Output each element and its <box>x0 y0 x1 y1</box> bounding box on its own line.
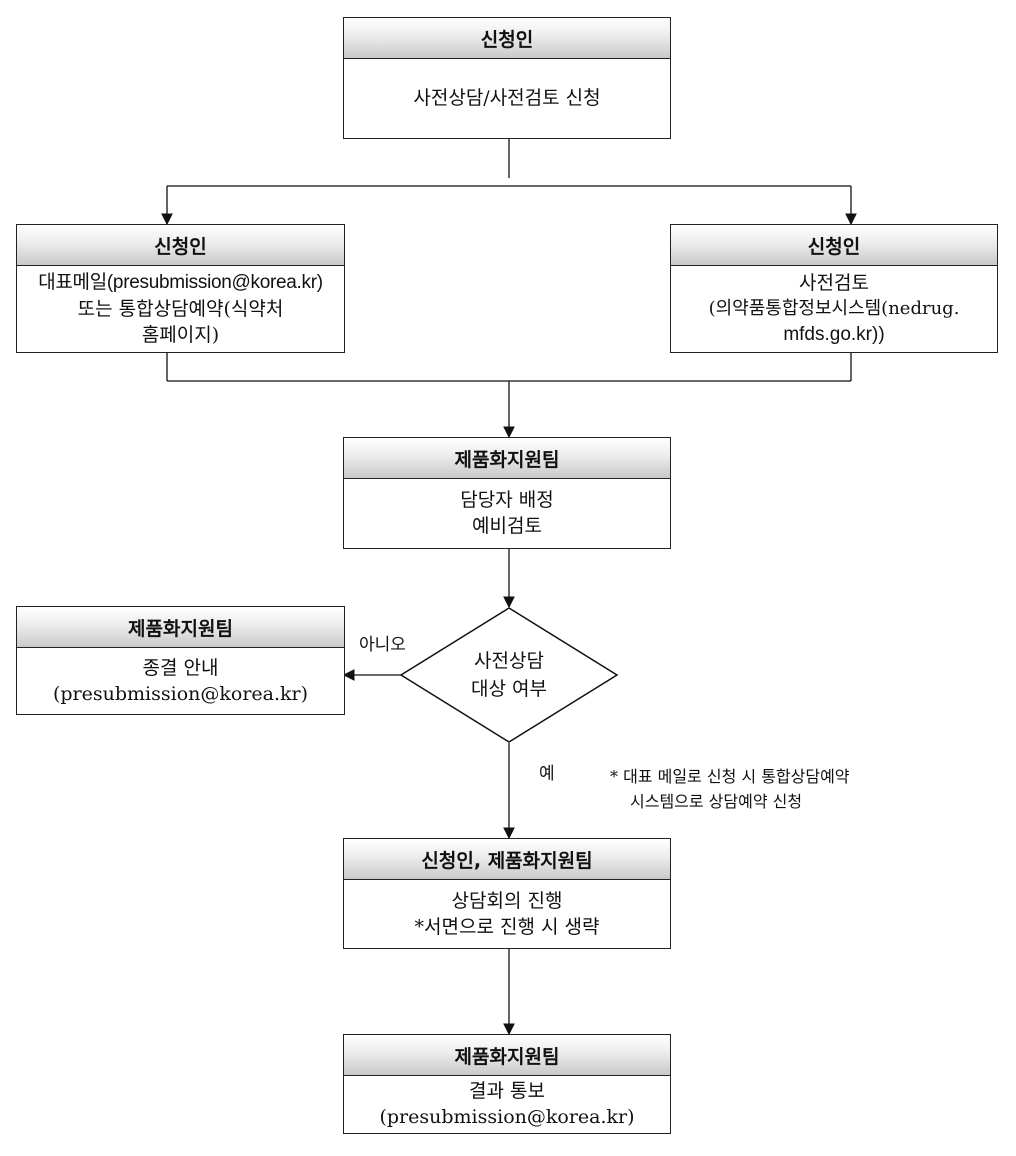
step2-prereview-applicant-box: 신청인 사전검토 (의약품통합정보시스템(nedrug. mfds.go.kr)… <box>670 224 998 353</box>
step2b-title: 신청인 <box>671 225 997 266</box>
end-title: 제품화지원팀 <box>17 607 344 648</box>
decision-line-1: 사전상담 <box>474 650 544 672</box>
end-line-1: 종결 안내 <box>142 656 219 679</box>
footnote-line-1: * 대표 메일로 신청 시 통합상담예약 <box>610 767 850 786</box>
step1-applicant-box: 신청인 사전상담/사전검토 신청 <box>343 17 671 139</box>
footnote: * 대표 메일로 신청 시 통합상담예약 시스템으로 상담예약 신청 <box>610 764 850 814</box>
step2a-line-2: 또는 통합상담예약(식약처 <box>77 297 284 320</box>
step1-line-1: 사전상담/사전검토 신청 <box>413 87 601 109</box>
step4-line-1: 상담회의 진행 <box>451 889 563 912</box>
step5-line-1: 결과 통보 <box>469 1080 545 1102</box>
decision-diamond <box>399 607 619 743</box>
decision-text: 사전상담 대상 여부 <box>421 640 597 710</box>
step2-email-applicant-box: 신청인 대표메일(presubmission@korea.kr) 또는 통합상담… <box>16 224 345 353</box>
step2a-line-1: 대표메일(presubmission@korea.kr) <box>38 271 323 293</box>
step2a-line-3: 홈페이지) <box>141 323 220 346</box>
step2a-title: 신청인 <box>17 225 344 266</box>
step5-title: 제품화지원팀 <box>344 1035 670 1076</box>
step4-line-2: *서면으로 진행 시 생략 <box>414 915 600 938</box>
step1-title: 신청인 <box>344 18 670 59</box>
footnote-line-2: 시스템으로 상담예약 신청 <box>630 792 803 811</box>
decision-line-2: 대상 여부 <box>471 678 547 700</box>
step4-title: 신청인, 제품화지원팀 <box>344 839 670 880</box>
end-notice-box: 제품화지원팀 종결 안내 (presubmission@korea.kr) <box>16 606 345 715</box>
step4-meeting-box: 신청인, 제품화지원팀 상담회의 진행 *서면으로 진행 시 생략 <box>343 838 671 949</box>
step2b-line-2: (의약품통합정보시스템(nedrug. <box>708 297 960 319</box>
step3-team-review-box: 제품화지원팀 담당자 배정 예비검토 <box>343 437 671 549</box>
step3-title: 제품화지원팀 <box>344 438 670 479</box>
step3-line-1: 담당자 배정 <box>460 489 554 511</box>
no-label: 아니오 <box>359 635 406 655</box>
step3-line-2: 예비검토 <box>472 515 542 537</box>
yes-label: 예 <box>539 764 555 784</box>
step5-result-box: 제품화지원팀 결과 통보 (presubmission@korea.kr) <box>343 1034 671 1134</box>
step2b-line-1: 사전검토 <box>799 271 869 294</box>
step5-line-2: (presubmission@korea.kr) <box>379 1106 635 1128</box>
step2b-line-3: mfds.go.kr)) <box>783 323 885 345</box>
end-line-2: (presubmission@korea.kr) <box>52 682 309 705</box>
